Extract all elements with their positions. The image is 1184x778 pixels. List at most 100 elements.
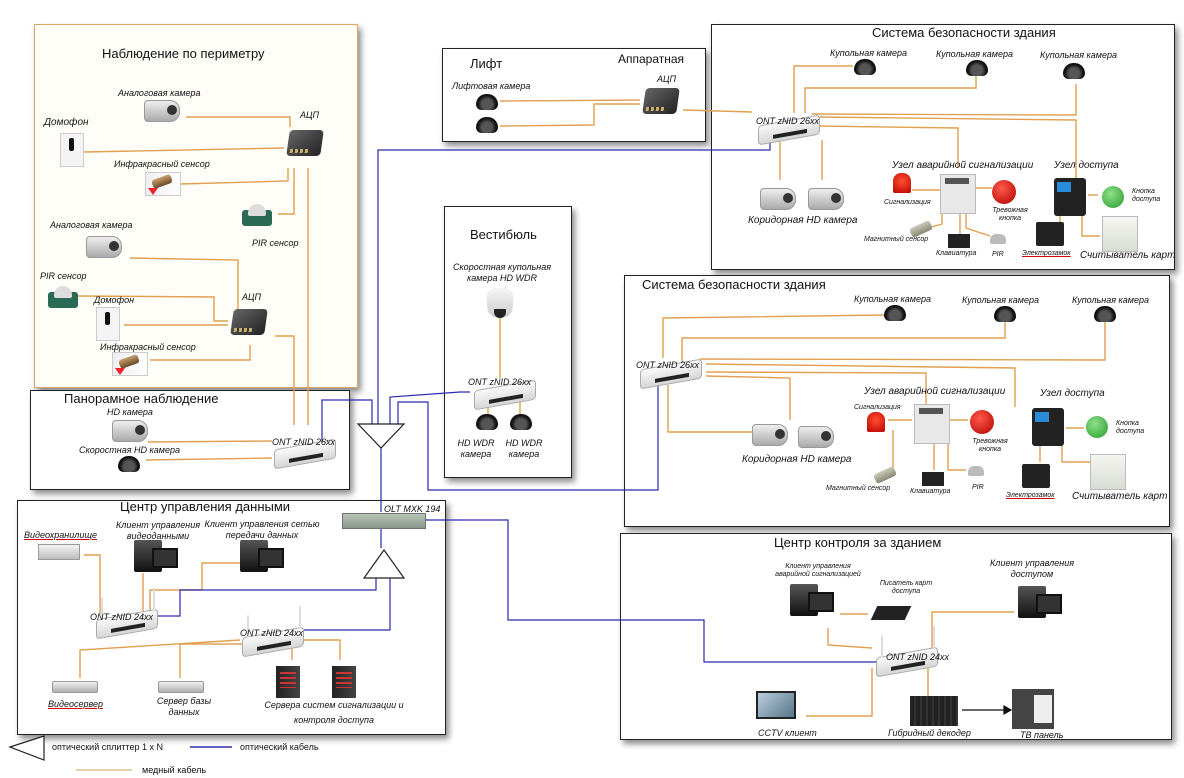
magnetic-sensor-label: Магнитный сенсор [826, 485, 891, 492]
dome-camera-label: Купольная камера [1040, 50, 1117, 60]
access-terminal-icon [1054, 178, 1086, 216]
ont-label: ONT zNID 24xx [886, 652, 950, 662]
video-storage-icon [38, 544, 80, 560]
intercom-icon [60, 133, 84, 167]
speed-dome-camera-icon [118, 456, 140, 472]
access-button-icon [1086, 416, 1108, 438]
dome-camera-icon [884, 305, 906, 321]
siren-icon [893, 173, 911, 193]
ptz-camera-label: Скоростная купольная камера HD WDR [452, 262, 552, 283]
dome-camera-icon [994, 306, 1016, 322]
analog-camera-icon [86, 236, 122, 258]
video-server-icon [52, 681, 98, 693]
siren-icon [867, 412, 885, 432]
network-client-label: Клиент управления сетью передачи данных [204, 519, 320, 540]
access-client-label: Клиент управления доступом [989, 558, 1075, 579]
dome-camera-label: Купольная камера [830, 48, 907, 58]
workstation-icon [134, 540, 178, 572]
intercom-label: Домофон [44, 117, 89, 128]
pir-sensor-icon [48, 286, 78, 308]
ptz-camera-icon [487, 288, 513, 318]
alarm-node-label: Узел аварийной сигнализации [864, 386, 1006, 397]
dome-camera-label: Купольная камера [962, 295, 1039, 305]
keypad-label: Клавиатура [936, 250, 977, 257]
access-terminal-icon [1032, 408, 1064, 446]
olt-label: OLT MXK 194 [384, 504, 441, 514]
dome-camera-icon [854, 59, 876, 75]
ont-label: ONT zNID 24xx [240, 628, 304, 638]
elevator-camera-label: Лифтовая камера [452, 81, 531, 91]
analog-camera-icon [144, 100, 180, 122]
panorama-zone [30, 390, 350, 490]
cctv-client-label: CCTV клиент [758, 728, 817, 738]
dome-camera-label: Купольная камера [1072, 295, 1149, 305]
workstation-icon [240, 540, 284, 572]
dome-camera-label: Купольная камера [936, 49, 1013, 59]
hd-wdr-camera-label: HD WDR камера [505, 438, 543, 459]
speed-hd-camera-label: Скоростная HD камера [79, 445, 180, 455]
adc-label: АЦП [300, 110, 320, 120]
video-storage-label: Видеохранилище [24, 530, 98, 540]
pir-icon [968, 466, 984, 476]
security-2-title: Система безопасности здания [642, 277, 826, 292]
electric-lock-label: Электрозамок [1022, 250, 1071, 257]
panic-button-icon [992, 180, 1016, 204]
card-writer-label: Писатель карт доступа [879, 580, 933, 595]
legend-splitter-glyph [8, 735, 45, 761]
analog-camera-label: Аналоговая камера [118, 88, 201, 98]
pir-label: PIR [992, 251, 1004, 258]
legend-splitter-label: оптический сплиттер 1 x N [52, 742, 164, 752]
intercom-label: Домофон [94, 295, 135, 305]
cctv-client-icon [756, 691, 796, 719]
access-node-label: Узел доступа [1040, 388, 1105, 399]
card-writer-icon [870, 606, 912, 620]
pir-sensor-label: PIR сенсор [40, 271, 87, 281]
hybrid-decoder-label: Гибридный декодер [888, 728, 971, 738]
siren-label: Сигнализация [884, 199, 931, 206]
intercom-icon [96, 307, 120, 341]
alarm-node-label: Узел аварийной сигнализации [892, 160, 1034, 171]
corridor-camera-icon [760, 188, 796, 210]
corridor-camera-icon [798, 426, 834, 448]
hd-camera-label: HD камера [107, 407, 153, 417]
hybrid-decoder-icon [910, 696, 958, 726]
workstation-icon [790, 584, 834, 616]
alarm-panel-icon [914, 404, 950, 444]
pir-sensor-label: PIR сенсор [252, 238, 299, 248]
video-client-label: Клиент управления видеоданными [115, 520, 201, 541]
keypad-icon [948, 234, 970, 248]
corridor-camera-icon [808, 188, 844, 210]
adc-label: АЦП [242, 292, 262, 302]
alarm-client-label: Клиент управления аварийной сигнализацие… [775, 563, 861, 578]
panic-button-label: Тревожная кнопка [992, 207, 1028, 222]
workstation-icon [1018, 586, 1062, 618]
hd-camera-icon [112, 420, 148, 442]
ont-label: ONT zNID 26xx [636, 360, 700, 370]
alarm-panel-icon [940, 174, 976, 214]
card-reader-icon [1090, 454, 1126, 490]
control-center-title: Центр контроля за зданием [774, 535, 942, 550]
legend-optical-label: оптический кабель [240, 742, 319, 752]
electric-lock-icon [1036, 222, 1064, 246]
dome-camera-label: Купольная камера [854, 294, 931, 304]
hd-wdr-camera-icon [510, 414, 532, 430]
pir-sensor-icon [242, 204, 272, 226]
panic-button-icon [970, 410, 994, 434]
panic-button-label: Тревожная кнопка [972, 438, 1008, 453]
electric-lock-label: Электрозамок [1006, 492, 1055, 499]
optical-splitter-1 [356, 423, 406, 449]
siren-label: Сигнализация [854, 404, 901, 411]
hd-wdr-camera-label: HD WDR камера [457, 438, 495, 459]
access-button-label: Кнопка доступа [1116, 420, 1145, 435]
pir-icon [990, 234, 1006, 244]
lobby-title: Вестибюль [470, 227, 537, 242]
card-reader-label: Считыватель карт [1080, 250, 1176, 261]
access-node-label: Узел доступа [1054, 160, 1119, 171]
dome-camera-icon [1063, 63, 1085, 79]
card-reader-icon [1102, 216, 1138, 252]
ir-sensor-icon [112, 352, 148, 376]
pir-label: PIR [972, 484, 984, 491]
db-server-icon [158, 681, 204, 693]
elevator-title: Лифт [470, 56, 503, 71]
ont-label: ONT zNID 24xx [90, 612, 154, 622]
